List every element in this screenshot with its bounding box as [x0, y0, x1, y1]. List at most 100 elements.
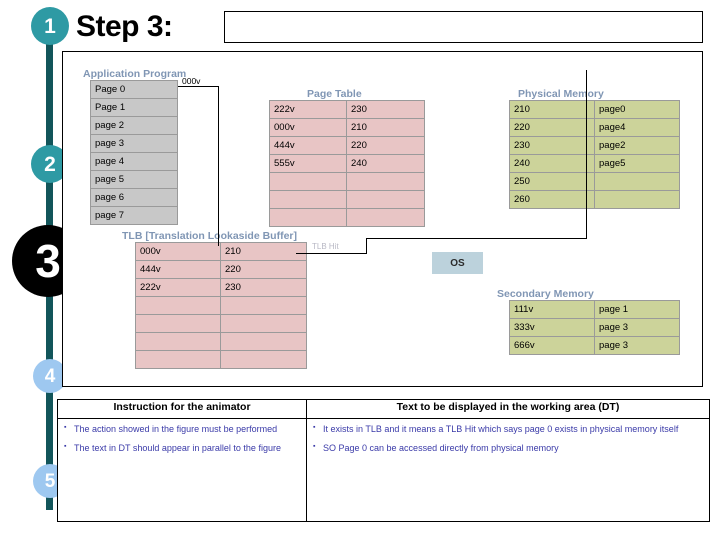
application-program-row: Page 0 [90, 80, 178, 99]
table-cell: page 2 [90, 116, 178, 135]
table-cell: page 7 [90, 206, 178, 225]
table-cell [594, 190, 680, 209]
table-cell: 222v [135, 278, 221, 297]
application-program-row: page 4 [90, 152, 178, 171]
notes-col1-header: Instruction for the animator [57, 399, 307, 419]
table-cell: 000v [135, 242, 221, 261]
table-cell: 111v [509, 300, 595, 319]
table-cell: page2 [594, 136, 680, 155]
table-cell [220, 314, 307, 333]
notes-header-row: Instruction for the animator Text to be … [57, 399, 710, 419]
tlb-row [135, 296, 307, 315]
tlb-caption: TLB [Translation Lookaside Buffer] [122, 230, 298, 242]
application-program-row: page 6 [90, 188, 178, 207]
application-program-row: page 7 [90, 206, 178, 225]
application-program-caption: Application Program [83, 68, 187, 80]
table-cell: Page 1 [90, 98, 178, 117]
physical-memory-row: 250 [509, 172, 680, 191]
table-cell [220, 332, 307, 351]
application-program-row: page 3 [90, 134, 178, 153]
table-cell [135, 296, 221, 315]
page-table-caption: Page Table [307, 88, 362, 100]
table-cell: 230 [346, 100, 425, 119]
tlb-row [135, 314, 307, 333]
table-cell: 260 [509, 190, 595, 209]
title-blank-box[interactable] [224, 11, 703, 43]
timeline-step-1[interactable]: 1 [31, 7, 69, 45]
application-program-row: Page 1 [90, 98, 178, 117]
page-table-row [269, 208, 425, 227]
timeline-step-4-label: 4 [44, 365, 56, 387]
secondary-memory-caption: Secondary Memory [497, 288, 594, 300]
connector-tlb-hit-to-physmem [586, 70, 587, 239]
table-cell [594, 172, 680, 191]
table-cell: 210 [220, 242, 307, 261]
table-cell: 230 [509, 136, 595, 155]
table-cell: 220 [346, 136, 425, 155]
table-cell: 240 [346, 154, 425, 173]
connector-label-tlb-hit: TLB Hit [312, 242, 339, 251]
page-title: Step 3: [76, 10, 173, 43]
connector-tlb-hit-horizontal [296, 253, 366, 254]
os-box[interactable]: OS [432, 252, 483, 274]
timeline-step-1-label: 1 [44, 14, 56, 38]
table-cell: 240 [509, 154, 595, 173]
tlb-row [135, 332, 307, 351]
table-cell: page 4 [90, 152, 178, 171]
table-cell [269, 172, 347, 191]
tlb-row [135, 350, 307, 369]
table-cell: 000v [269, 118, 347, 137]
table-cell: 220 [220, 260, 307, 279]
table-cell [346, 190, 425, 209]
note-item: The text in DT should appear in parallel… [64, 443, 300, 454]
table-cell [135, 350, 221, 369]
timeline-step-4[interactable]: 4 [33, 359, 67, 393]
table-cell: 230 [220, 278, 307, 297]
notes-body-row: The action showed in the figure must be … [57, 418, 710, 522]
connector-tlb-hit-top [366, 238, 586, 239]
table-cell [220, 296, 307, 315]
table-cell: page 5 [90, 170, 178, 189]
table-cell: page5 [594, 154, 680, 173]
table-cell: 444v [135, 260, 221, 279]
notes-col2-cell: It exists in TLB and it means a TLB Hit … [306, 418, 710, 522]
table-cell: 220 [509, 118, 595, 137]
table-cell: page4 [594, 118, 680, 137]
table-cell: 666v [509, 336, 595, 355]
table-cell: 250 [509, 172, 595, 191]
note-item: The action showed in the figure must be … [64, 424, 300, 435]
timeline-step-5-label: 5 [44, 470, 56, 492]
table-cell: page0 [594, 100, 680, 119]
physical-memory-caption: Physical Memory [518, 88, 604, 100]
physical-memory-row: 260 [509, 190, 680, 209]
connector-tlb-hit-riser [366, 238, 367, 254]
table-cell: 444v [269, 136, 347, 155]
notes-col2-header: Text to be displayed in the working area… [306, 399, 710, 419]
table-cell: page 6 [90, 188, 178, 207]
timeline-step-2-label: 2 [44, 152, 56, 176]
table-cell: Page 0 [90, 80, 178, 99]
table-cell: 222v [269, 100, 347, 119]
table-cell: 210 [509, 100, 595, 119]
page-table-row [269, 190, 425, 209]
table-cell: page 3 [594, 318, 680, 337]
table-cell [346, 208, 425, 227]
table-cell [269, 208, 347, 227]
table-cell: 333v [509, 318, 595, 337]
table-cell [269, 190, 347, 209]
page-table-row [269, 172, 425, 191]
